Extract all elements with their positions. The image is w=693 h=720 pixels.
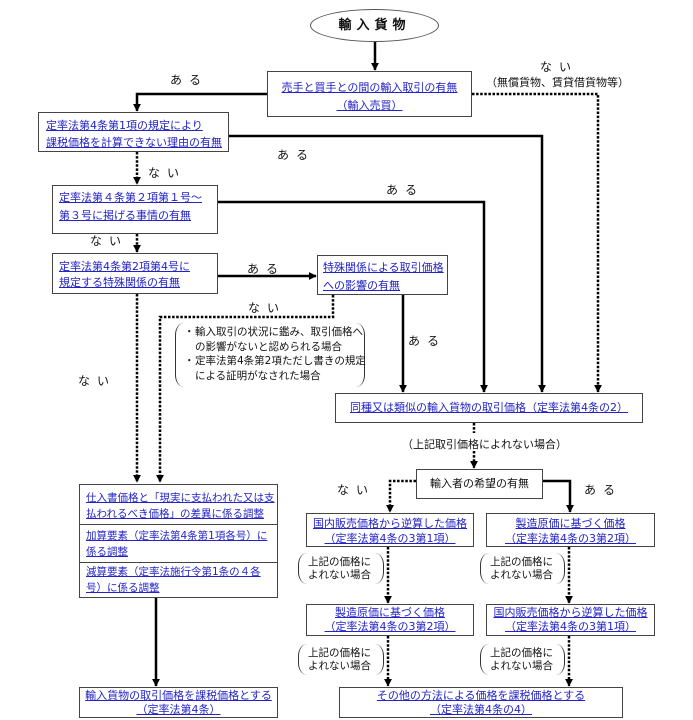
label-art4-2-items1to3-yes: ある xyxy=(386,183,425,197)
note-fallback-2-line-1: 上記の価格に xyxy=(490,556,553,568)
note-fallback-2-line-2: よれない場合 xyxy=(490,568,553,581)
adjustment-additions: 加算要素（定率法第4条第1項各号）に 係る調整 xyxy=(80,524,277,562)
computed-first-link-2[interactable]: （定率法第4条の3第2項） xyxy=(505,532,636,545)
label-art4-1-yes: ある xyxy=(277,148,316,162)
label-request-no: ない xyxy=(337,483,376,497)
node-special-relation-effect: 特殊関係による取引価格 への影響の有無 xyxy=(317,255,448,295)
adjustment-invoice-diff: 仕入書価格と「現実に支払われた又は支 払われるべき価格」の差異に係る調整 xyxy=(80,485,277,524)
exception-item-1-line-1: 輸入取引の状況に鑑み、取引価格へ xyxy=(195,326,363,338)
connector-request-yes xyxy=(543,479,574,513)
note-fallback-2: 上記の価格に よれない場合 xyxy=(480,553,565,584)
note-fallback-4-line-2: よれない場合 xyxy=(490,659,553,672)
connector-art4-1-yes xyxy=(229,134,546,393)
note-fallback-4: 上記の価格に よれない場合 xyxy=(480,644,565,675)
note-fallback-1: 上記の価格に よれない場合 xyxy=(298,553,384,584)
node-computed-first: 製造原価に基づく価格 （定率法第4条の3第2項） xyxy=(486,513,655,547)
node-computed-second: 製造原価に基づく価格 （定率法第4条の3第2項） xyxy=(306,604,474,636)
identical-similar-link[interactable]: 同種又は類似の輸入貨物の取引価格（定率法第4条の2） xyxy=(350,401,628,414)
label-import-yes: ある xyxy=(170,73,209,87)
node-art4-2-items1to3: 定率法第４条第２項第１号～ 第３号に掲げる事情の有無 xyxy=(52,185,218,234)
art4-2-item4-link-2[interactable]: 規定する特殊関係の有無 xyxy=(59,276,180,289)
art4-2-items1to3-link-1[interactable]: 定率法第４条第２項第１号～ xyxy=(59,191,202,204)
art4-1-reason-link-1[interactable]: 定率法第4条第1項の規定により xyxy=(46,119,203,132)
node-deductive-second: 国内販売価格から逆算した価格 （定率法第4条の3第1項） xyxy=(486,604,655,636)
label-art4-2-item4-no: ない xyxy=(78,374,117,388)
connector-import-yes xyxy=(133,92,267,112)
transaction-value-link-1[interactable]: 輸入貨物の取引価格を課税価格とする xyxy=(85,689,272,702)
transaction-value-link-2[interactable]: （定率法第4条） xyxy=(136,703,221,716)
label-similar-fallback: （上記取引価格によれない場合） xyxy=(402,438,567,451)
deductive-first-link-2[interactable]: （定率法第4条の3第1項） xyxy=(324,532,456,545)
exception-item-2-line-1: 定率法第4条第2項ただし書きの規定 xyxy=(195,355,366,367)
adjustment-invoice-diff-link-1[interactable]: 仕入書価格と「現実に支払われた又は支 xyxy=(86,492,275,504)
label-effect-yes: ある xyxy=(408,334,447,348)
import-sale-link[interactable]: （輸入売買） xyxy=(336,99,403,112)
note-fallback-4-line-1: 上記の価格に xyxy=(490,647,553,659)
note-fallback-3-line-2: よれない場合 xyxy=(308,659,371,672)
adjustment-deductions-link-2[interactable]: 号）に係る調整 xyxy=(86,582,160,594)
adjustment-invoice-diff-link-2[interactable]: 払われるべき価格」の差異に係る調整 xyxy=(86,508,264,520)
node-adjustments: 仕入書価格と「現実に支払われた又は支 払われるべき価格」の差異に係る調整 加算要… xyxy=(79,484,278,598)
adjustment-additions-link-1[interactable]: 加算要素（定率法第4条第1項各号）に xyxy=(86,530,268,542)
other-method-link-2[interactable]: （定率法第4条の4） xyxy=(430,703,532,716)
art4-2-item4-link-1[interactable]: 定率法第4条第2項第4号に xyxy=(59,260,190,273)
connector-import-no xyxy=(472,92,602,393)
note-special-relation-exceptions: ・ 輸入取引の状況に鑑み、取引価格へ の影響がないと認められる場合 ・ 定率法第… xyxy=(175,323,366,387)
note-fallback-3-line-1: 上記の価格に xyxy=(308,647,371,659)
node-other-method: その他の方法による価格を課税価格とする （定率法第4条の4） xyxy=(339,687,623,718)
art4-2-items1to3-link-2[interactable]: 第３号に掲げる事情の有無 xyxy=(59,209,191,222)
exception-item-1-line-2: の影響がないと認められる場合 xyxy=(195,340,342,353)
exception-item-2: ・ 定率法第4条第2項ただし書きの規定 による証明がなされた場合 xyxy=(184,354,366,383)
label-import-no: ない xyxy=(540,60,579,74)
exception-item-1: ・ 輸入取引の状況に鑑み、取引価格へ の影響がないと認められる場合 xyxy=(184,325,364,354)
importer-request-text: 輸入者の希望の有無 xyxy=(430,477,529,490)
deductive-first-link-1[interactable]: 国内販売価格から逆算した価格 xyxy=(313,517,467,530)
note-fallback-3: 上記の価格に よれない場合 xyxy=(298,644,384,675)
label-art4-1-no: ない xyxy=(148,166,187,180)
adjustment-additions-link-2[interactable]: 係る調整 xyxy=(86,546,128,558)
label-art4-2-items1to3-no: ない xyxy=(90,234,129,248)
adjustment-deductions-link-1[interactable]: 減算要素（定率法施行令第1条の４各 xyxy=(86,566,261,578)
special-relation-effect-link-2[interactable]: への影響の有無 xyxy=(323,279,400,292)
computed-second-link-2[interactable]: （定率法第4条の3第2項） xyxy=(324,620,456,633)
node-identical-similar: 同種又は類似の輸入貨物の取引価格（定率法第4条の2） xyxy=(335,393,643,423)
exception-item-2-line-2: による証明がなされた場合 xyxy=(195,369,321,382)
connector-request-no xyxy=(386,479,416,513)
node-transaction-value: 輸入貨物の取引価格を課税価格とする （定率法第4条） xyxy=(79,687,278,718)
special-relation-effect-link-1[interactable]: 特殊関係による取引価格 xyxy=(323,261,444,274)
start-node-imported-goods: 輸入貨物 xyxy=(310,9,439,42)
node-deductive-first: 国内販売価格から逆算した価格 （定率法第4条の3第1項） xyxy=(306,513,474,547)
computed-second-link-1[interactable]: 製造原価に基づく価格 xyxy=(335,606,445,619)
label-import-no-note: （無償貨物、賃貸借貨物等） xyxy=(486,76,629,89)
node-import-transaction: 売手と買手との間の輸入取引の有無 （輸入売買） xyxy=(267,71,472,117)
connector-art4-2-items1to3-yes xyxy=(218,200,488,393)
import-transaction-link[interactable]: 売手と買手との間の輸入取引の有無 xyxy=(281,81,458,94)
note-fallback-1-line-2: よれない場合 xyxy=(308,568,371,581)
label-request-yes: ある xyxy=(584,483,623,497)
bullet: ・ xyxy=(184,326,195,338)
node-art4-1-reason: 定率法第4条第1項の規定により 課税価格を計算できない理由の有無 xyxy=(38,112,229,152)
connector-effect-no xyxy=(156,295,335,483)
node-importer-request: 輸入者の希望の有無 xyxy=(416,469,543,499)
computed-first-link-1[interactable]: 製造原価に基づく価格 xyxy=(515,517,626,530)
other-method-link-1[interactable]: その他の方法による価格を課税価格とする xyxy=(376,689,586,702)
label-art4-2-item4-yes: ある xyxy=(247,262,286,276)
start-node-label: 輸入貨物 xyxy=(338,18,411,33)
adjustment-deductions: 減算要素（定率法施行令第1条の４各 号）に係る調整 xyxy=(80,562,277,597)
bullet: ・ xyxy=(184,355,195,367)
node-art4-2-item4: 定率法第4条第2項第4号に 規定する特殊関係の有無 xyxy=(52,253,218,294)
label-effect-no: ない xyxy=(248,301,287,315)
note-fallback-1-line-1: 上記の価格に xyxy=(308,556,371,568)
deductive-second-link-1[interactable]: 国内販売価格から逆算した価格 xyxy=(493,606,648,619)
deductive-second-link-2[interactable]: （定率法第4条の3第1項） xyxy=(505,620,636,633)
art4-1-reason-link-2[interactable]: 課税価格を計算できない理由の有無 xyxy=(46,136,222,149)
